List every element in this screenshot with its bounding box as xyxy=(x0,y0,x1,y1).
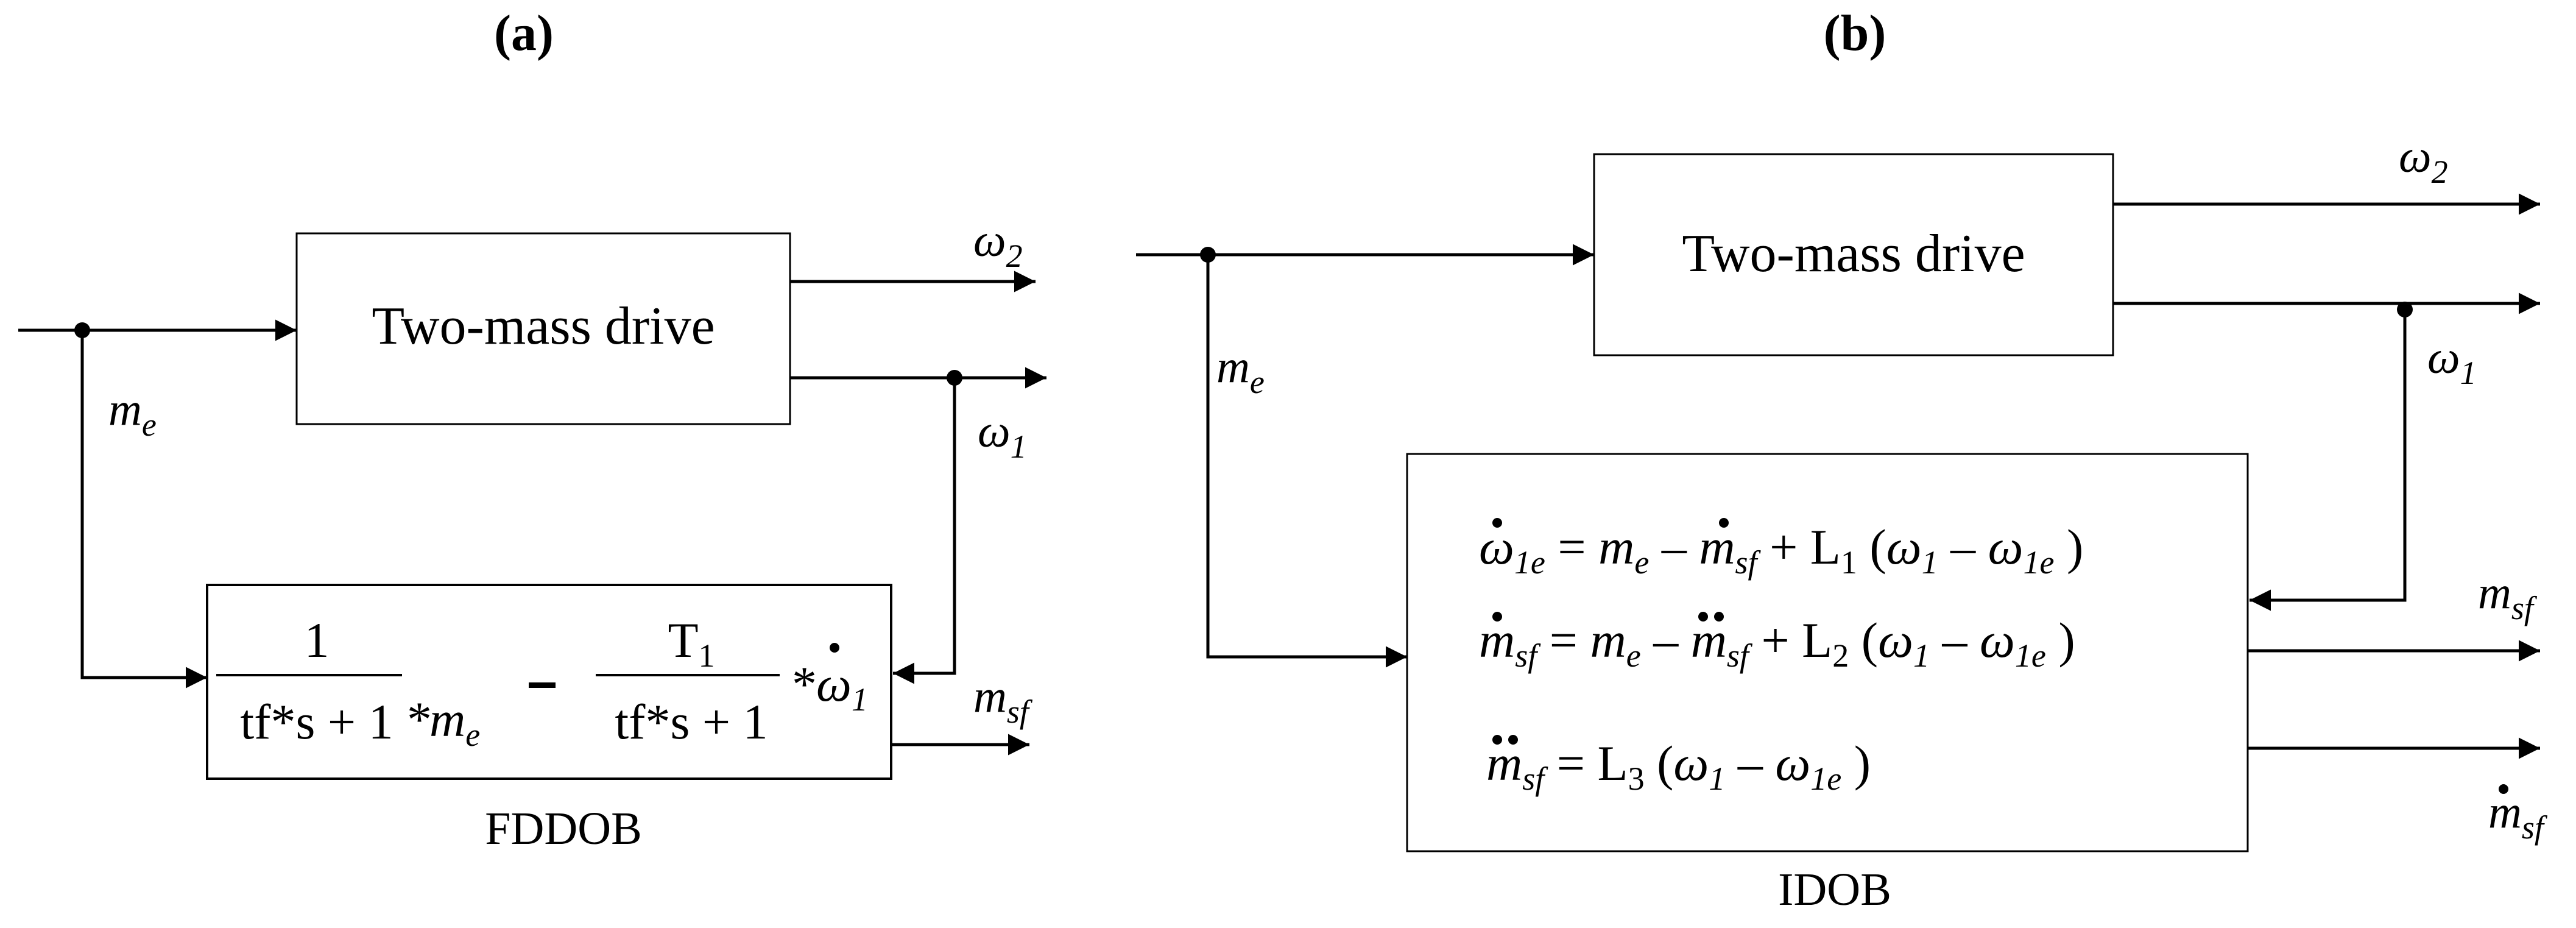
eq3-lhs-dot-2 xyxy=(1508,735,1518,745)
panel-a-label: (a) xyxy=(494,5,554,62)
w-dot-mark xyxy=(830,643,839,653)
me-feed-line-b xyxy=(1206,255,1407,668)
w2-label-b: ω2 xyxy=(2399,131,2448,190)
two-mass-drive-title-a: Two-mass drive xyxy=(372,297,715,356)
idob-equation-2: msf = me – msf + L2 (ω1 – ω1e ) xyxy=(1479,612,2075,674)
panel-a: (a) Two-mass drive me ω2 ω1 1 tf*s + 1 *… xyxy=(18,5,1046,854)
frac2-denominator: tf*s + 1 xyxy=(615,694,768,749)
msfdot-label-dot xyxy=(2499,784,2508,794)
panel-b: (b) Two-mass drive me ω2 ω1 ω1e = me – m… xyxy=(1136,5,2548,915)
frac1-denominator: tf*s + 1 xyxy=(240,694,393,749)
msf-label-a: msf xyxy=(973,671,1033,730)
frac1-numerator: 1 xyxy=(305,612,330,668)
w1-label-a: ω1 xyxy=(978,406,1027,465)
frac1-multiply: * xyxy=(407,692,432,747)
me-input-term: me xyxy=(429,692,480,753)
idob-block xyxy=(1406,453,2249,852)
me-label-b: me xyxy=(1216,341,1265,400)
minus-sign xyxy=(529,682,556,688)
w1-feedback-line-b xyxy=(2250,310,2407,611)
two-mass-drive-title-b: Two-mass drive xyxy=(1682,224,2025,283)
frac2-numerator: T1 xyxy=(668,612,715,674)
me-feed-line-a xyxy=(80,330,207,689)
fddob-caption: FDDOB xyxy=(485,803,642,854)
idob-equation-3: msf = L3 (ω1 – ω1e ) xyxy=(1486,735,1871,797)
msfdot-label-b: msf xyxy=(2488,787,2548,846)
eq1-lhs-dot xyxy=(1492,518,1502,528)
panel-b-label: (b) xyxy=(1824,5,1886,62)
frac2-multiply: * xyxy=(792,656,817,712)
w1-feedback-line-a xyxy=(893,378,956,684)
w2-label-a: ω2 xyxy=(973,215,1023,274)
eq2-b-dot-2 xyxy=(1714,612,1724,622)
idob-caption: IDOB xyxy=(1778,864,1891,915)
idob-equation-1: ω1e = me – msf + L1 (ω1 – ω1e ) xyxy=(1479,519,2083,581)
eq1-b-dot xyxy=(1719,518,1729,528)
w-dot-term: ω1 xyxy=(816,656,868,718)
eq2-b-dot-1 xyxy=(1698,612,1708,622)
msf-label-b: msf xyxy=(2478,567,2538,626)
w1-label-b: ω1 xyxy=(2427,332,2477,391)
eq3-lhs-dot-1 xyxy=(1492,735,1502,745)
me-label-a: me xyxy=(108,384,157,443)
eq2-lhs-dot xyxy=(1492,612,1502,622)
fddob-block xyxy=(206,584,892,780)
